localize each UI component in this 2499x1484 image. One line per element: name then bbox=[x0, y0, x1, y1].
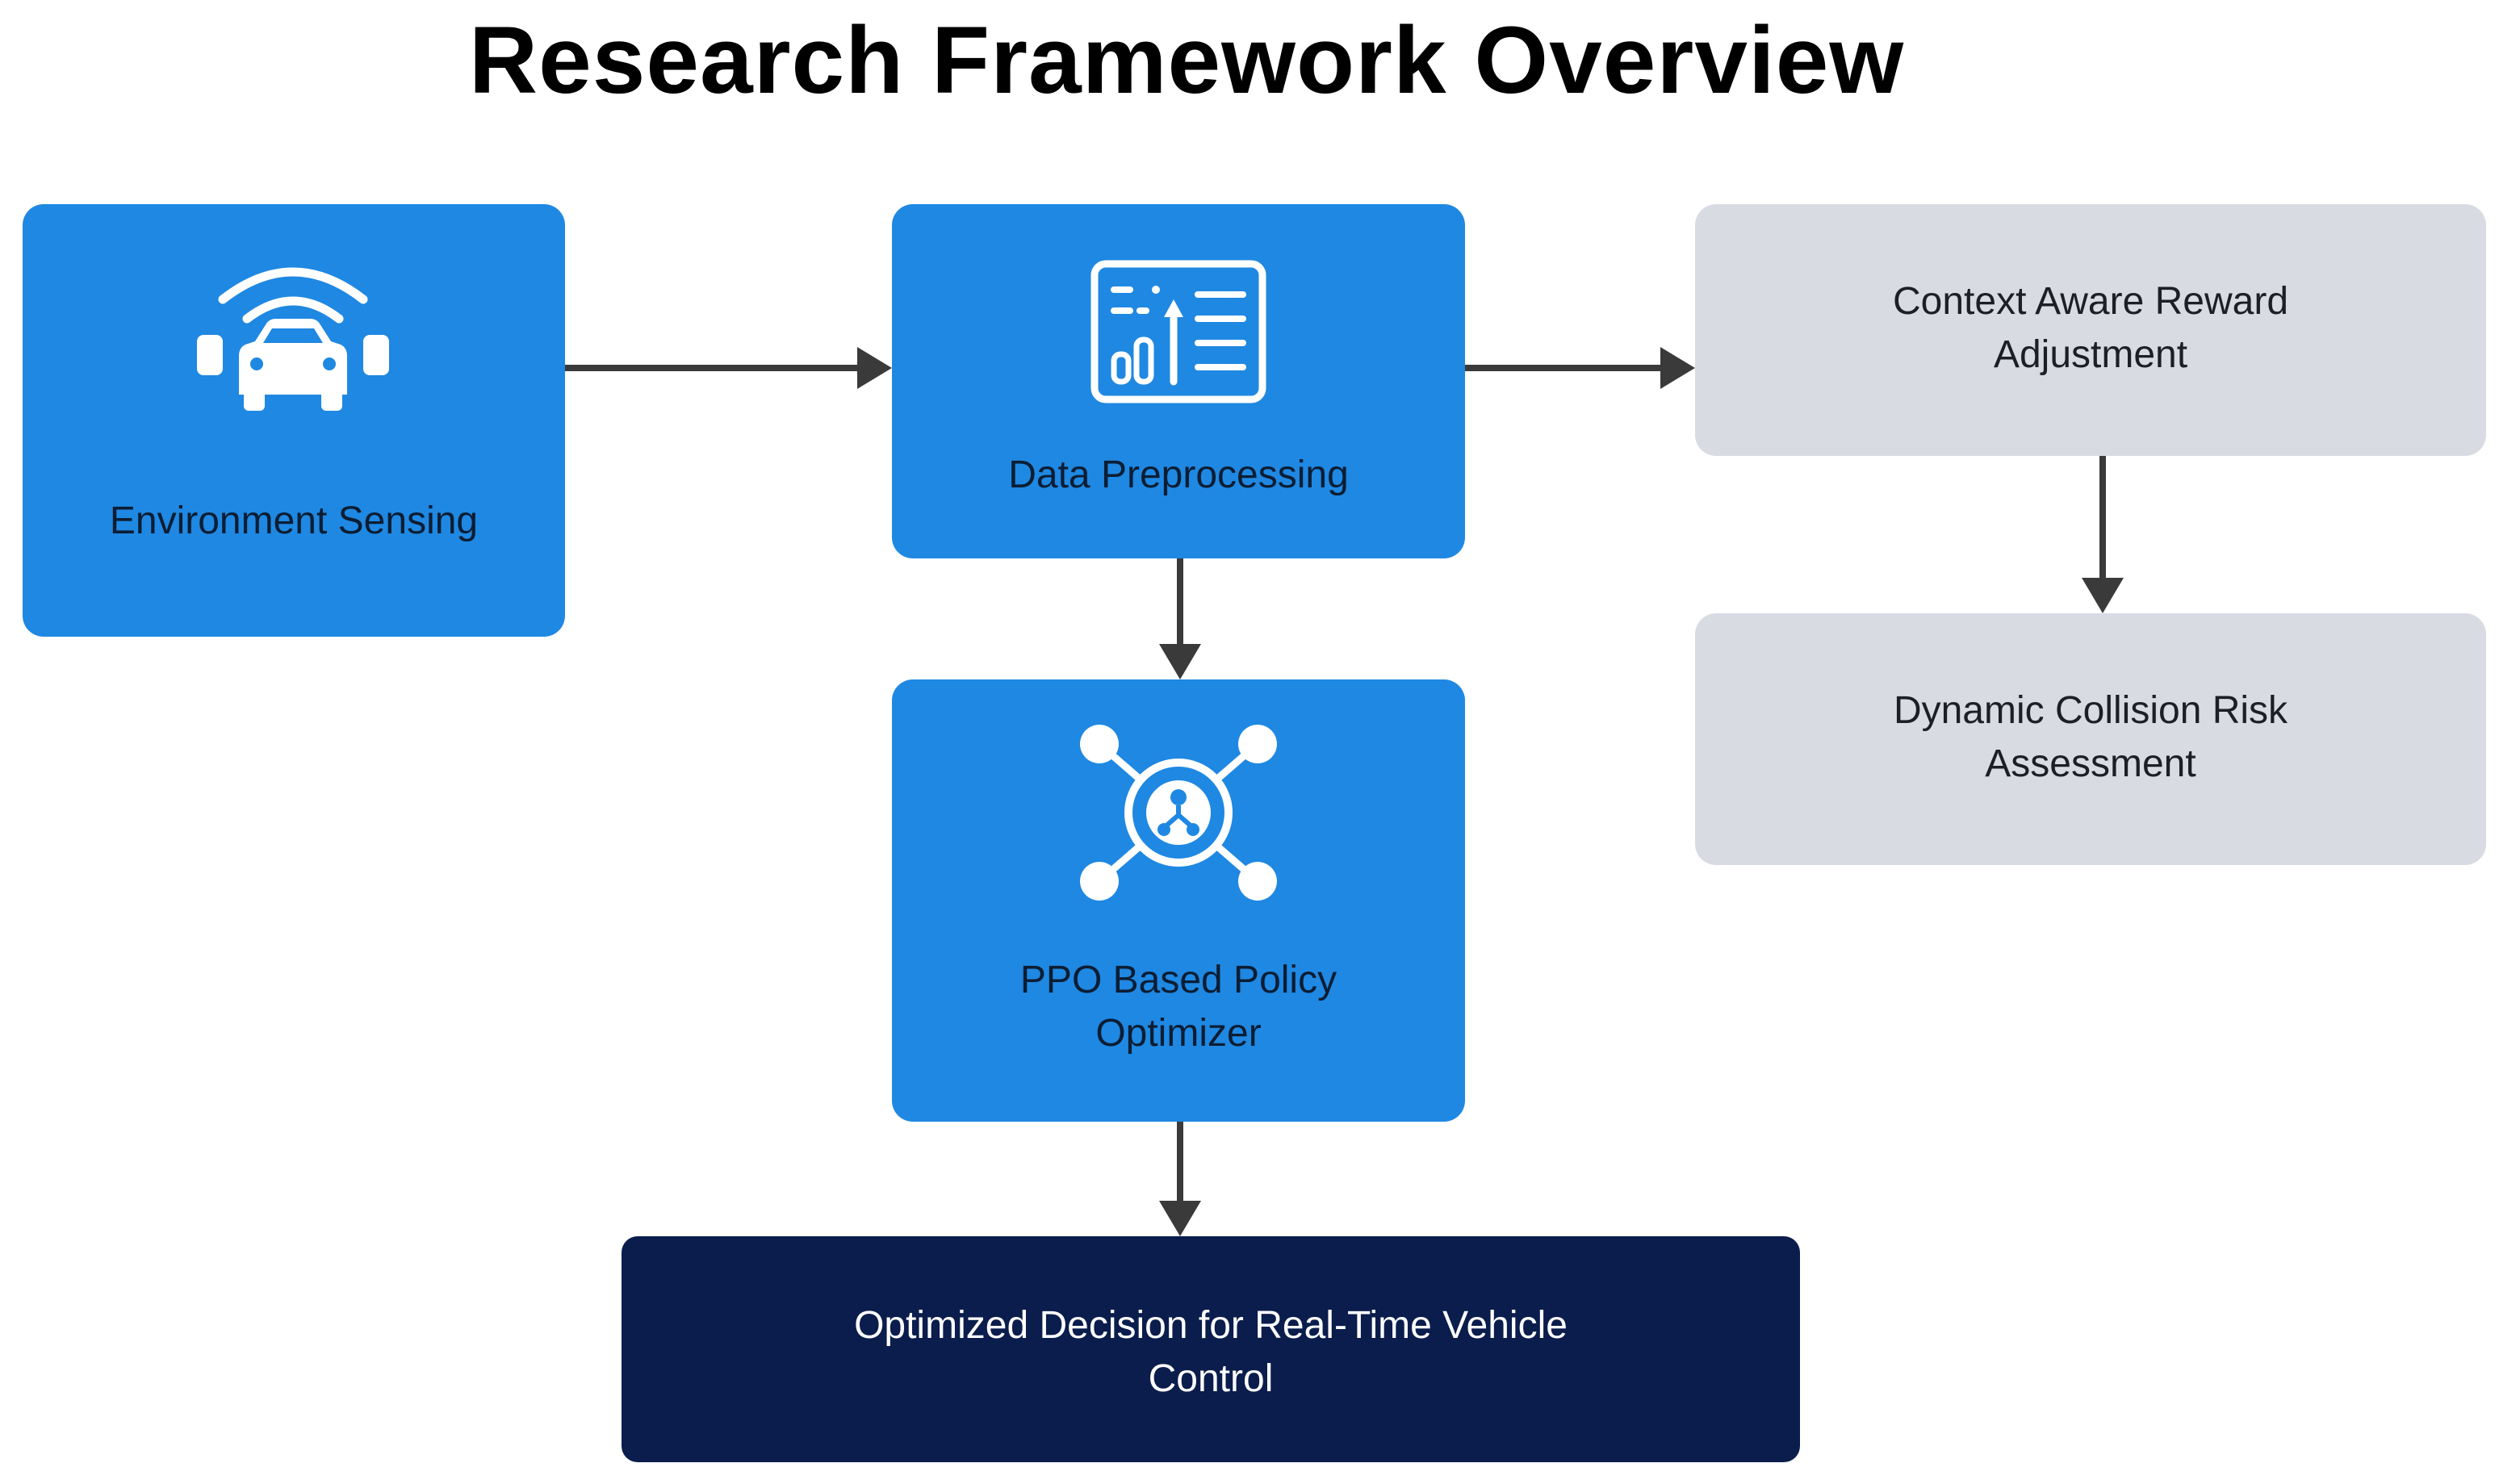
context-reward-node: Context Aware Reward Adjustment bbox=[1695, 204, 2486, 456]
diagram-title: Research Framework Overview bbox=[468, 7, 1905, 114]
environment-sensing-label: Environment Sensing bbox=[109, 500, 479, 542]
collision-risk-label: Dynamic Collision Risk Assessment bbox=[1893, 689, 2288, 785]
car-sensor-icon bbox=[197, 267, 389, 411]
data-preprocessing-label: Data Preprocessing bbox=[1008, 454, 1349, 496]
edge-ppo-to-decision bbox=[1159, 1122, 1201, 1236]
edge-reward-to-collision bbox=[2082, 456, 2124, 613]
ppo-optimizer-label: PPO Based Policy Optimizer bbox=[1019, 959, 1337, 1055]
data-preprocessing-node: Data Preprocessing bbox=[892, 204, 1465, 558]
edge-sensing-to-preprocessing bbox=[565, 347, 892, 389]
environment-sensing-node: Environment Sensing bbox=[23, 204, 565, 637]
network-hub-icon bbox=[1080, 725, 1277, 901]
dashboard-chart-icon bbox=[1090, 260, 1266, 403]
context-reward-label: Context Aware Reward Adjustment bbox=[1892, 280, 2289, 376]
edge-preprocessing-to-ppo bbox=[1159, 558, 1201, 679]
optimized-decision-node: Optimized Decision for Real-Time Vehicle… bbox=[622, 1236, 1800, 1462]
collision-risk-node: Dynamic Collision Risk Assessment bbox=[1695, 613, 2486, 865]
edge-preprocessing-to-reward bbox=[1465, 347, 1695, 389]
optimized-decision-label: Optimized Decision for Real-Time Vehicle… bbox=[854, 1304, 1568, 1400]
ppo-optimizer-node: PPO Based Policy Optimizer bbox=[892, 679, 1465, 1122]
